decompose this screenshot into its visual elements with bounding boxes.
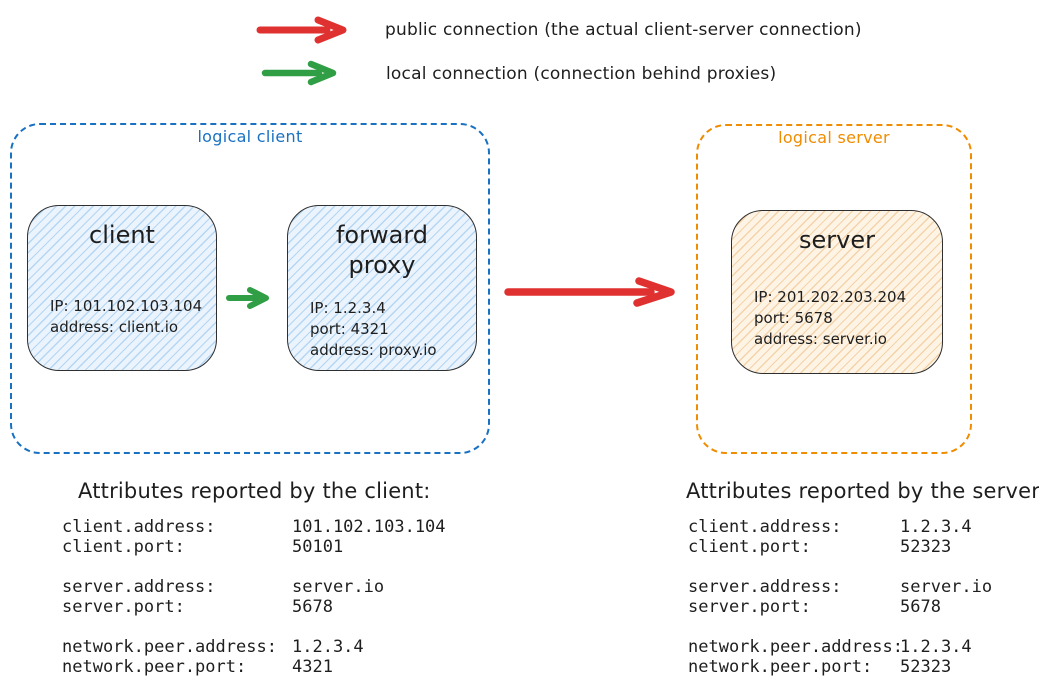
attr-row: client.port: 52323 [688,537,992,557]
logical-server-label: logical server [778,128,890,147]
client-attr-group-server: server.address: server.io server.port: 5… [62,577,446,617]
server-node-details: IP: 201.202.203.204 port: 5678 address: … [754,287,934,350]
attr-key: network.peer.port: [688,657,873,677]
attr-row: client.address: 1.2.3.4 [688,517,992,537]
attr-value: 1.2.3.4 [900,637,972,657]
attr-row: client.address: 101.102.103.104 [62,517,446,537]
server-node-title: server [799,226,875,254]
client-node-ip: IP: 101.102.103.104 [50,297,203,315]
forward-proxy-node: forward proxy IP: 1.2.3.4 port: 4321 add… [287,205,477,371]
attr-key: client.address: [62,517,216,537]
server-node: server IP: 201.202.203.204 port: 5678 ad… [731,210,943,374]
attr-row: network.peer.port: 4321 [62,657,446,677]
attr-value: server.io [292,577,385,597]
logical-client-label: logical client [197,127,303,146]
attr-key: server.port: [62,597,185,617]
attr-key: server.address: [62,577,216,597]
attr-row: server.port: 5678 [688,597,992,617]
attr-row: network.peer.port: 52323 [688,657,992,677]
attr-value: 4321 [292,657,333,677]
local-connection-arrow-icon [261,60,337,86]
server-attributes-heading: Attributes reported by the server: [686,479,1039,503]
server-node-port: port: 5678 [754,309,833,327]
attr-row: server.address: server.io [62,577,446,597]
client-node-title: client [89,221,155,249]
attr-key: network.peer.address: [688,637,903,657]
attr-key: client.port: [688,537,811,557]
attr-row: network.peer.address: 1.2.3.4 [688,637,992,657]
attr-key: server.port: [688,597,811,617]
server-node-address: address: server.io [754,330,887,348]
attr-value: 1.2.3.4 [292,637,364,657]
attr-row: network.peer.address: 1.2.3.4 [62,637,446,657]
attr-value: 5678 [292,597,333,617]
legend-local-label: local connection (connection behind prox… [386,64,777,84]
forward-proxy-node-details: IP: 1.2.3.4 port: 4321 address: proxy.io [310,298,468,361]
server-attr-group-client: client.address: 1.2.3.4 client.port: 523… [688,517,992,557]
proxy-node-ip: IP: 1.2.3.4 [310,299,386,317]
server-attributes-table: client.address: 1.2.3.4 client.port: 523… [688,517,992,697]
attr-key: client.port: [62,537,185,557]
legend-public-label: public connection (the actual client-ser… [385,20,862,40]
client-node-details: IP: 101.102.103.104 address: client.io [50,296,208,338]
attr-key: network.peer.address: [62,637,277,657]
attr-key: server.address: [688,577,842,597]
client-node: client IP: 101.102.103.104 address: clie… [27,205,217,371]
attr-row: server.address: server.io [688,577,992,597]
server-attr-group-network-peer: network.peer.address: 1.2.3.4 network.pe… [688,637,992,677]
attr-value: 1.2.3.4 [900,517,972,537]
attr-key: client.address: [688,517,842,537]
client-attr-group-client: client.address: 101.102.103.104 client.p… [62,517,446,557]
proxy-node-address: address: proxy.io [310,341,437,359]
server-attr-group-server: server.address: server.io server.port: 5… [688,577,992,617]
server-node-ip: IP: 201.202.203.204 [754,288,907,306]
attr-value: server.io [900,577,993,597]
logical-server-box: logical server [696,124,972,454]
attr-value: 101.102.103.104 [292,517,446,537]
client-attributes-heading: Attributes reported by the client: [78,479,431,503]
public-connection-arrow-icon [256,16,347,44]
client-attributes-table: client.address: 101.102.103.104 client.p… [62,517,446,697]
attr-value: 50101 [292,537,344,557]
forward-proxy-node-title: forward proxy [335,221,428,279]
attr-key: network.peer.port: [62,657,247,677]
attr-value: 52323 [900,657,952,677]
client-to-proxy-arrow-icon [226,287,269,309]
attr-value: 52323 [900,537,952,557]
attr-row: server.port: 5678 [62,597,446,617]
attr-value: 5678 [900,597,941,617]
client-to-server-arrow-icon [504,277,675,307]
proxy-node-port: port: 4321 [310,320,389,338]
client-node-address: address: client.io [50,318,179,336]
logical-client-box: logical client [10,123,490,454]
client-attr-group-network-peer: network.peer.address: 1.2.3.4 network.pe… [62,637,446,677]
attr-row: client.port: 50101 [62,537,446,557]
